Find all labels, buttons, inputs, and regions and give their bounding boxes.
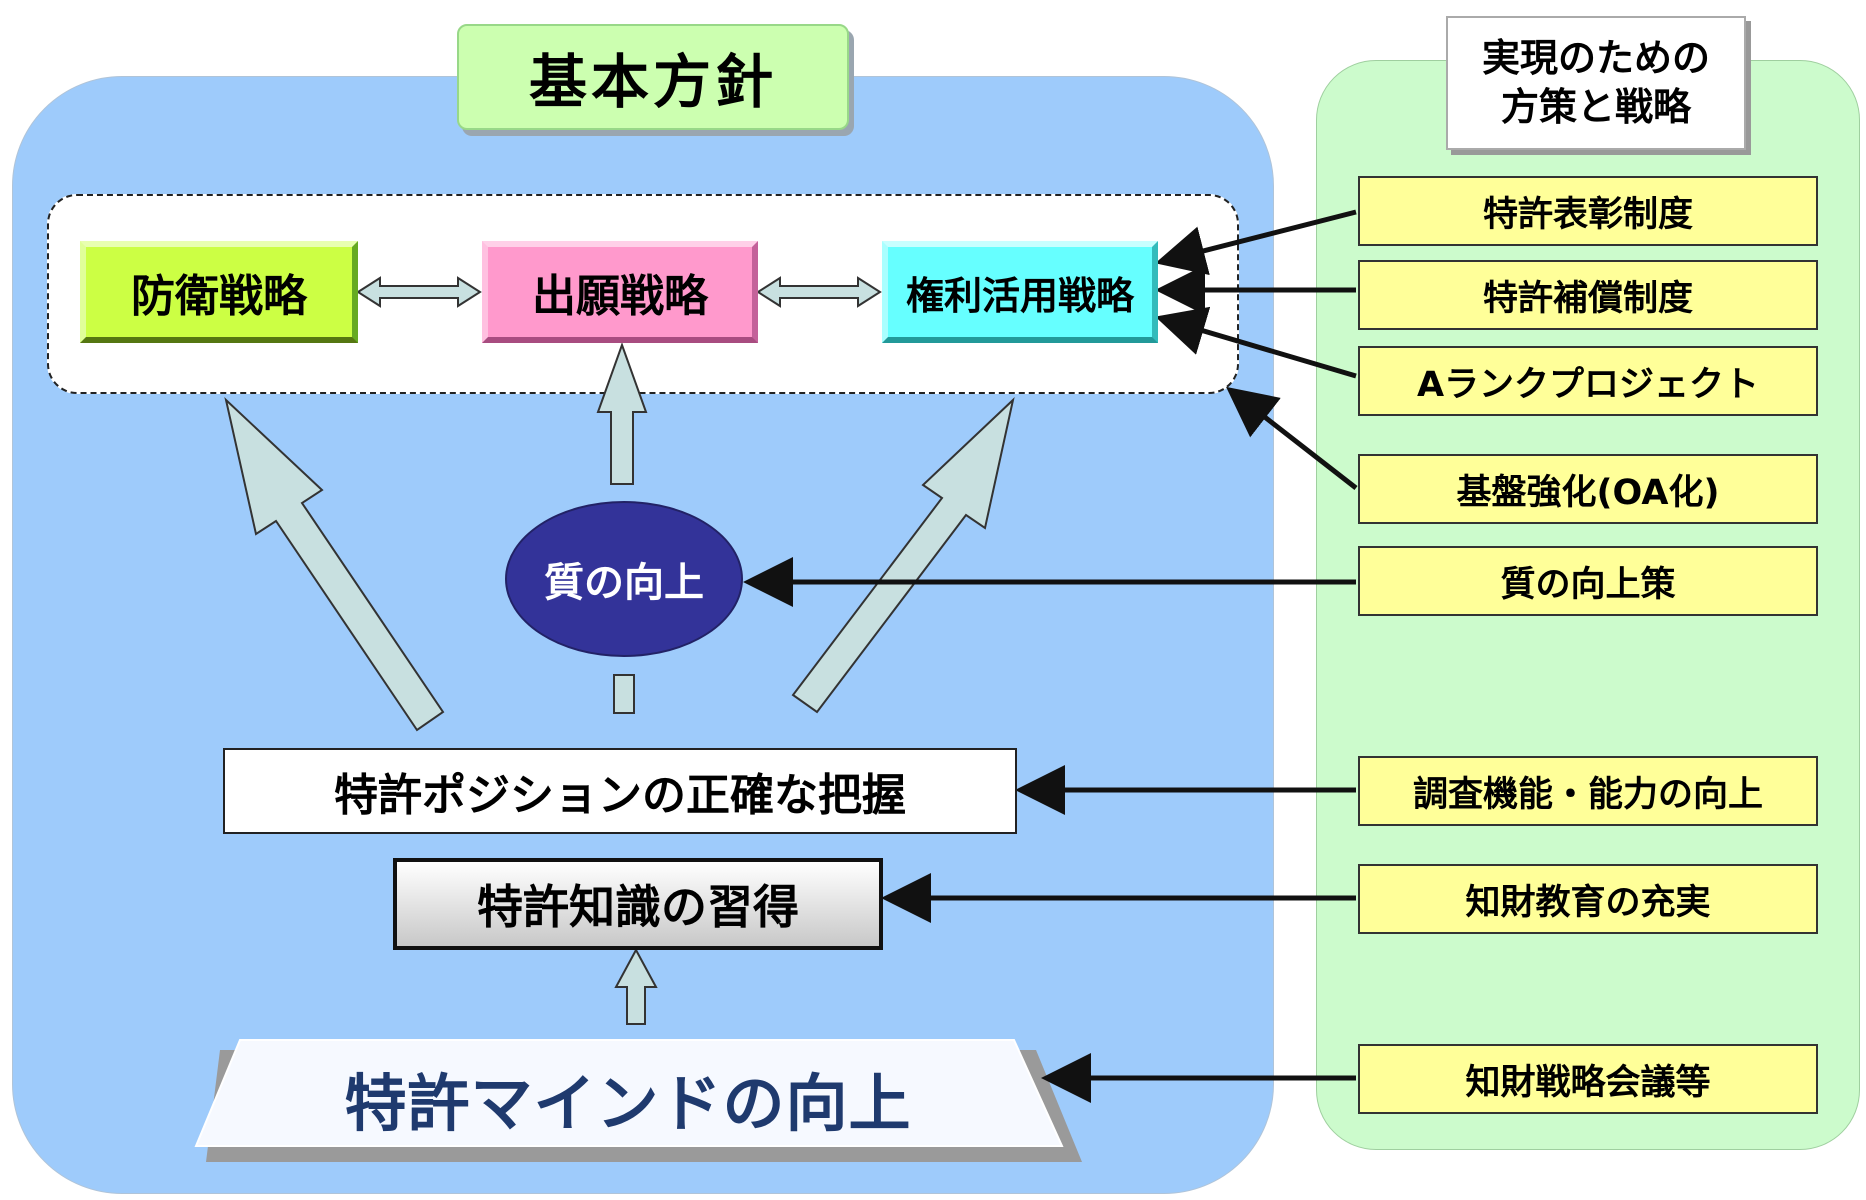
- double-arrow-application-utilization: [756, 276, 882, 308]
- measure-quality-improvement: 質の向上策: [1358, 546, 1818, 616]
- mind-trapezoid: [194, 1039, 1064, 1147]
- measure-research-capability: 調査機能・能力の向上: [1358, 756, 1818, 826]
- measure-a-rank-project: Aランクプロジェクト: [1358, 346, 1818, 416]
- measure-ip-council: 知財戦略会議等: [1358, 1044, 1818, 1114]
- hollow-arrow-stub: [613, 674, 635, 714]
- measures-title: 実現のための 方策と戦略: [1446, 16, 1746, 150]
- arrow-infra-to-group: [1226, 386, 1358, 490]
- measure-infrastructure: 基盤強化(OA化): [1358, 454, 1818, 524]
- measures-title-line2: 方策と戦略: [1500, 85, 1691, 129]
- patent-knowledge-box: 特許知識の習得: [393, 858, 883, 950]
- utilization-strategy-box: 権利活用戦略: [882, 241, 1158, 343]
- hollow-arrow-to-application: [596, 342, 648, 485]
- application-strategy-box: 出願戦略: [482, 241, 758, 343]
- measure-ip-education: 知財教育の充実: [1358, 864, 1818, 934]
- double-arrow-defense-application: [356, 276, 482, 308]
- defense-strategy-box: 防衛戦略: [80, 241, 358, 343]
- patent-position-box: 特許ポジションの正確な把握: [223, 748, 1017, 834]
- measure-award-system: 特許表彰制度: [1358, 176, 1818, 246]
- arrow-award-to-utilization: [1155, 209, 1357, 276]
- measures-title-line1: 実現のための: [1481, 35, 1710, 80]
- hollow-arrow-to-utilization: [791, 397, 1015, 714]
- hollow-arrow-mind-to-knowledge: [614, 947, 658, 1025]
- basic-policy-title: 基本方針: [457, 24, 849, 130]
- patent-mind-label: 特許マインドの向上: [344, 1067, 912, 1140]
- measure-compensation-system: 特許補償制度: [1358, 260, 1818, 330]
- quality-improvement-node: 質の向上: [505, 501, 743, 657]
- arrow-arank-to-utilization: [1155, 306, 1357, 379]
- hollow-arrow-to-defense: [224, 397, 445, 732]
